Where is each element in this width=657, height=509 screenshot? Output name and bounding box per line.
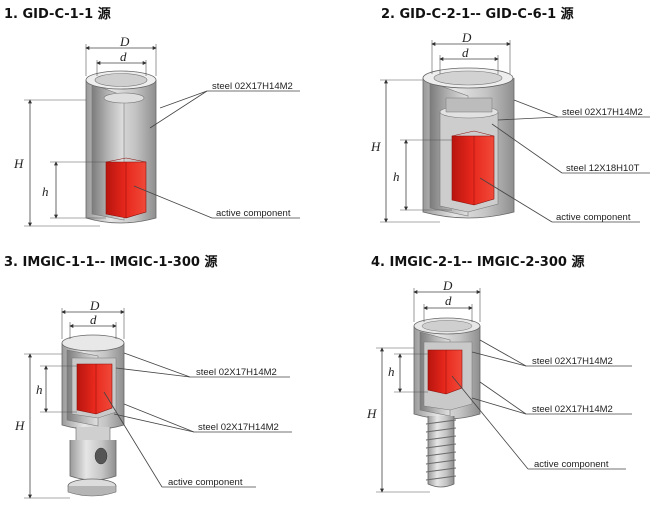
panel-3-dim-D: D (89, 298, 100, 313)
panel-4-dim-d: d (445, 293, 452, 308)
panel-2-dim-d: d (462, 45, 469, 60)
panel-3-label-steel-2: steel 02X17H14M2 (198, 422, 279, 433)
panel-2-label-steel-1: steel 02X17H14M2 (562, 107, 643, 118)
panel-1-label-steel: steel 02X17H14M2 (212, 81, 293, 92)
panel-1-title: 1. GID-C-1-1 源 (4, 7, 111, 22)
panel-3-title: 3. IMGIC-1-1-- IMGIC-1-300 源 (4, 255, 218, 270)
panel-2-title: 2. GID-C-2-1-- GID-C-6-1 源 (381, 7, 574, 22)
panel-1-dim-h: h (42, 184, 49, 199)
panel-4-title: 4. IMGIC-2-1-- IMGIC-2-300 源 (371, 255, 585, 270)
panel-3-dim-d: d (90, 312, 97, 327)
panel-3-drawing (24, 308, 292, 499)
panel-3-label-active: active component (168, 477, 243, 488)
panel-2-dim-h: h (393, 169, 400, 184)
panel-2-dim-H: H (370, 139, 381, 154)
panel-1-dim-d: d (120, 49, 127, 64)
panel-2-dim-D: D (461, 30, 472, 45)
panel-3-dim-H: H (14, 418, 25, 433)
panel-4-dim-H: H (366, 406, 377, 421)
panel-4-label-steel-1: steel 02X17H14M2 (532, 356, 613, 367)
panel-3-dim-h: h (36, 382, 43, 397)
panel-3-label-steel-1: steel 02X17H14M2 (196, 367, 277, 378)
panel-1-label-active: active component (216, 208, 291, 219)
panel-1-dim-H: H (13, 156, 24, 171)
panel-4-dim-h: h (388, 364, 395, 379)
panel-4-label-steel-2: steel 02X17H14M2 (532, 404, 613, 415)
panel-4-drawing (376, 288, 632, 493)
panel-2-label-steel-2: steel 12X18H10T (566, 163, 640, 174)
panel-4-dim-D: D (442, 278, 453, 293)
panel-2-label-active: active component (556, 212, 631, 223)
panel-1-drawing (24, 44, 300, 227)
panel-4-label-active: active component (534, 459, 609, 470)
panel-2-drawing (380, 40, 650, 223)
panel-1-dim-D: D (119, 34, 130, 49)
